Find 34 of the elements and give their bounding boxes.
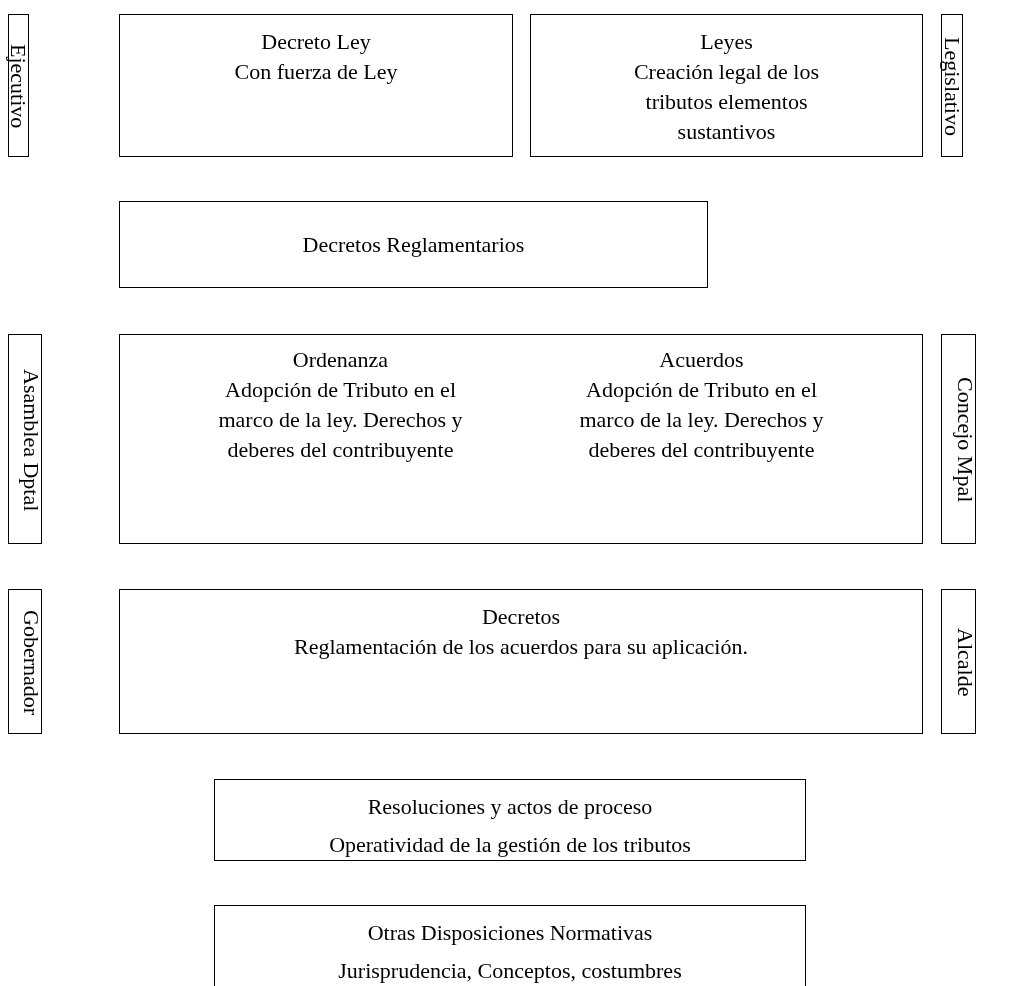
- side-label-box: [8, 14, 29, 157]
- side-label-box: [941, 334, 976, 544]
- heading-text: Ordenanza: [292, 346, 389, 374]
- text-box: [119, 201, 708, 288]
- heading-text: Decreto Ley: [261, 28, 371, 56]
- heading-text: Acuerdos: [659, 346, 744, 374]
- text-box: [119, 589, 923, 734]
- body-text: Operatividad de la gestión de los tributos: [329, 831, 691, 859]
- vertical-label: Alcalde: [955, 628, 975, 697]
- body-text: Adopción de Tributo en el marco de la ley. Derechos y deberes del contribuyente: [217, 376, 464, 464]
- body-text: Reglamentación de los acuerdos para su aplicación.: [294, 633, 748, 661]
- vertical-label: Legislativo: [942, 37, 962, 136]
- text-box: [214, 905, 806, 986]
- vertical-label: Asamblea Dptal: [21, 368, 41, 512]
- text-box: [214, 779, 806, 861]
- heading-text: Resoluciones y actos de proceso: [367, 793, 653, 821]
- body-text: Jurisprudencia, Conceptos, costumbres: [338, 957, 682, 985]
- body-text: Decretos Reglamentarios: [302, 230, 525, 259]
- body-text: Creación legal de los tributos elementos sustantivos: [632, 58, 821, 146]
- text-box: [119, 14, 513, 157]
- side-label-box: [941, 14, 963, 157]
- heading-text: Decretos: [481, 603, 561, 631]
- body-text: Adopción de Tributo en el marco de la ley. Derechos y deberes del contribuyente: [578, 376, 825, 464]
- vertical-label: Ejecutivo: [8, 44, 28, 129]
- vertical-label: Gobernador: [21, 609, 41, 716]
- side-label-box: [941, 589, 976, 734]
- side-label-box: [8, 589, 42, 734]
- heading-text: Leyes: [700, 28, 753, 56]
- side-label-box: [8, 334, 42, 544]
- body-text: Con fuerza de Ley: [234, 58, 398, 86]
- text-box: [119, 334, 923, 544]
- vertical-label: Concejo Mpal: [955, 377, 975, 503]
- heading-text: Otras Disposiciones Normativas: [367, 919, 653, 947]
- text-box: [530, 14, 923, 157]
